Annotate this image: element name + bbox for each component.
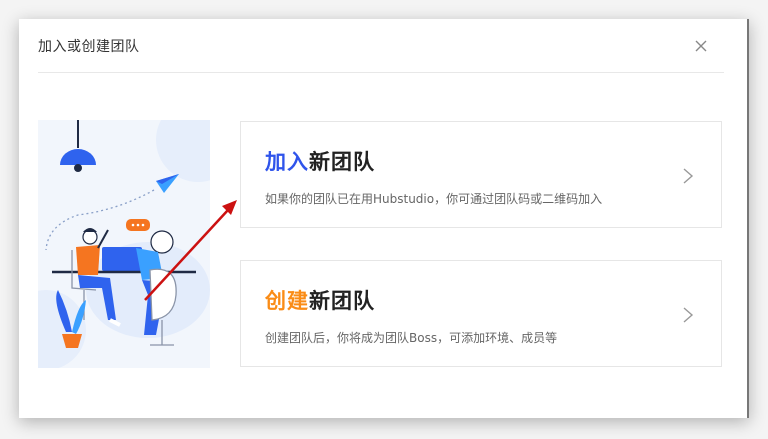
create-team-option[interactable]: 创建新团队 创建团队后，你将成为团队Boss，可添加环境、成员等	[240, 260, 722, 367]
join-title-rest: 新团队	[309, 150, 375, 174]
illustration-graphic	[38, 120, 210, 368]
create-team-description: 创建团队后，你将成为团队Boss，可添加环境、成员等	[265, 331, 558, 345]
join-team-title: 加入新团队	[265, 146, 375, 176]
chevron-right-icon	[683, 168, 694, 184]
team-illustration	[38, 120, 210, 368]
join-highlight: 加入	[265, 150, 309, 174]
join-or-create-team-dialog: 加入或创建团队	[19, 19, 749, 418]
join-team-description: 如果你的团队已在用Hubstudio，你可通过团队码或二维码加入	[265, 192, 603, 206]
chevron-right-icon	[683, 307, 694, 323]
close-icon	[695, 40, 707, 52]
create-team-title: 创建新团队	[265, 285, 375, 315]
header-divider	[38, 72, 724, 73]
dialog-title: 加入或创建团队	[38, 39, 140, 55]
join-team-option[interactable]: 加入新团队 如果你的团队已在用Hubstudio，你可通过团队码或二维码加入	[240, 121, 722, 228]
close-button[interactable]	[691, 36, 711, 56]
create-highlight: 创建	[265, 289, 309, 313]
create-title-rest: 新团队	[309, 289, 375, 313]
